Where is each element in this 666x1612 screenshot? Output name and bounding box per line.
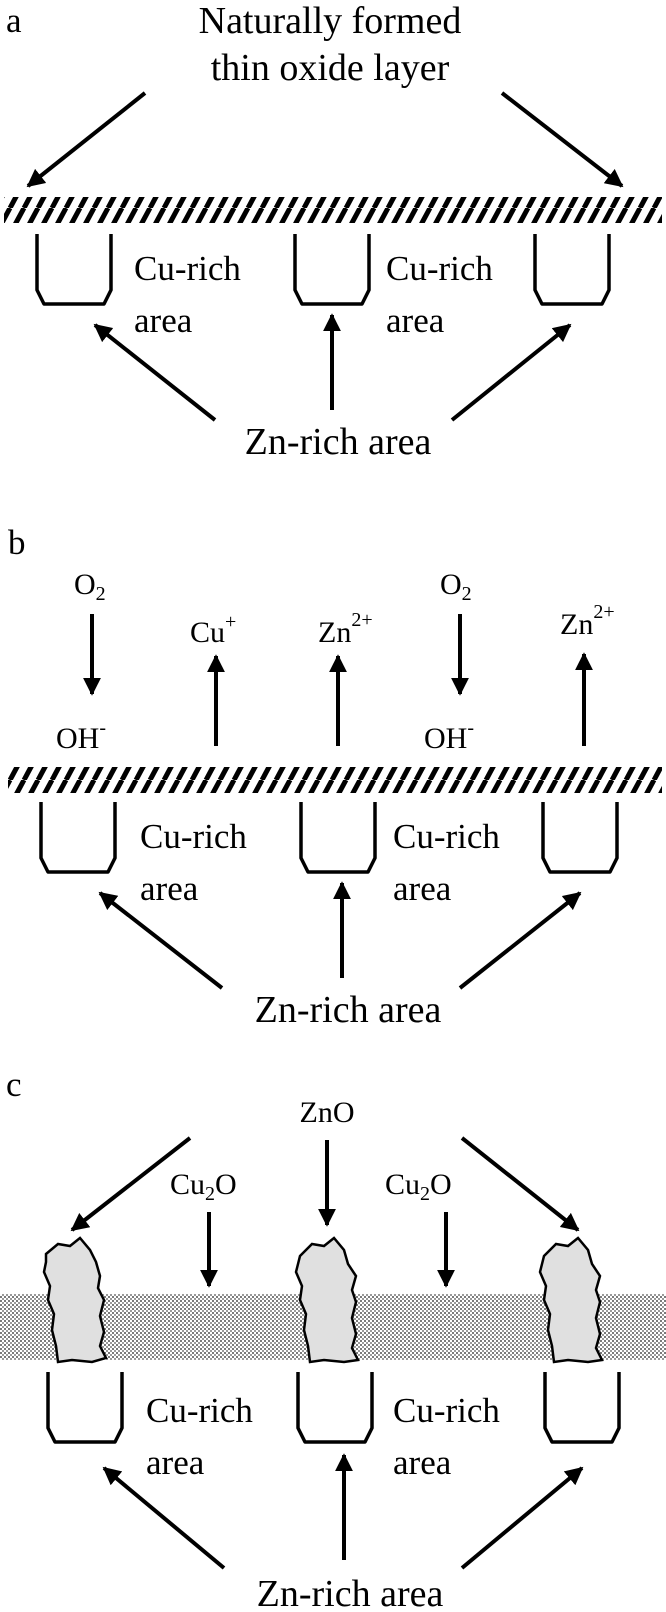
zn-rich-area-label: Zn-rich area [245,421,432,463]
zno-crystal-3 [538,1236,604,1364]
o2-label-right: O2 [440,568,472,605]
arrow-zn-left [93,323,217,422]
zn-ion-label-right: Zn2+ [560,601,615,641]
cu-rich-label-2: Cu-rich [393,1391,500,1430]
arrow-zn-right [460,1466,584,1570]
arrow-zn-left [98,891,224,990]
area-label-2: area [393,869,452,908]
panel-c: c ZnO Cu2O Cu2O Cu-rich area Cu-rich are… [0,1065,666,1612]
panel-letter-c: c [6,1065,22,1104]
cu-ion-label: Cu+ [190,611,236,649]
area-label-1: area [146,1443,205,1482]
zno-crystal-1 [42,1236,108,1364]
panel-b: b O2 OH- Cu+ Zn2+ O2 OH- Zn2+ Cu-rich ar… [8,523,662,1031]
thin-oxide-layer [4,197,662,223]
arrow-zn-right [450,323,572,422]
cu-rich-label-2: Cu-rich [393,817,500,856]
zn-rich-pit-1 [46,1372,124,1444]
arrow-zn-left [102,1466,226,1570]
area-label-2: area [393,1443,452,1482]
panel-letter-b: b [8,523,26,562]
zn-rich-pit-3 [533,234,611,306]
area-label-2: area [386,301,445,340]
area-label-1: area [134,301,193,340]
area-label-1: area [140,869,199,908]
cu-rich-label-1: Cu-rich [134,249,241,288]
zn-rich-pit-3 [541,802,619,874]
zno-crystal-2 [294,1236,360,1364]
panel-a: a Naturally formed thin oxide layer Cu-r… [4,0,662,463]
zno-label: ZnO [300,1096,355,1129]
zn-rich-pit-2 [299,802,377,874]
zn-ion-label-middle: Zn2+ [318,609,373,649]
zn-rich-pit-1 [39,802,117,874]
zn-rich-pit-2 [296,1372,374,1444]
thin-oxide-layer-b [8,767,662,793]
panel-letter-a: a [6,1,22,40]
oh-label-left: OH- [56,717,106,755]
oh-label-right: OH- [424,717,474,755]
zn-rich-pit-2 [293,234,371,306]
cu-rich-label-1: Cu-rich [140,817,247,856]
o2-label-left: O2 [74,568,106,605]
zn-rich-area-label: Zn-rich area [255,989,442,1031]
arrow-zno-right [460,1136,580,1232]
arrow-zn-right [458,891,582,990]
zn-rich-pit-3 [543,1372,621,1444]
cu2o-label-right: Cu2O [385,1168,452,1205]
cu-rich-label-1: Cu-rich [146,1391,253,1430]
oxide-layer-title-line2: thin oxide layer [211,47,450,89]
oxide-layer-title-line1: Naturally formed [199,0,462,42]
cu2o-label-left: Cu2O [170,1168,237,1205]
zn-rich-pit-1 [35,234,113,306]
cu-rich-label-2: Cu-rich [386,249,493,288]
arrow-oxide-left [26,91,147,188]
zn-rich-area-label: Zn-rich area [257,1573,444,1612]
arrow-oxide-right [500,91,624,188]
arrow-zno-left [70,1136,192,1232]
